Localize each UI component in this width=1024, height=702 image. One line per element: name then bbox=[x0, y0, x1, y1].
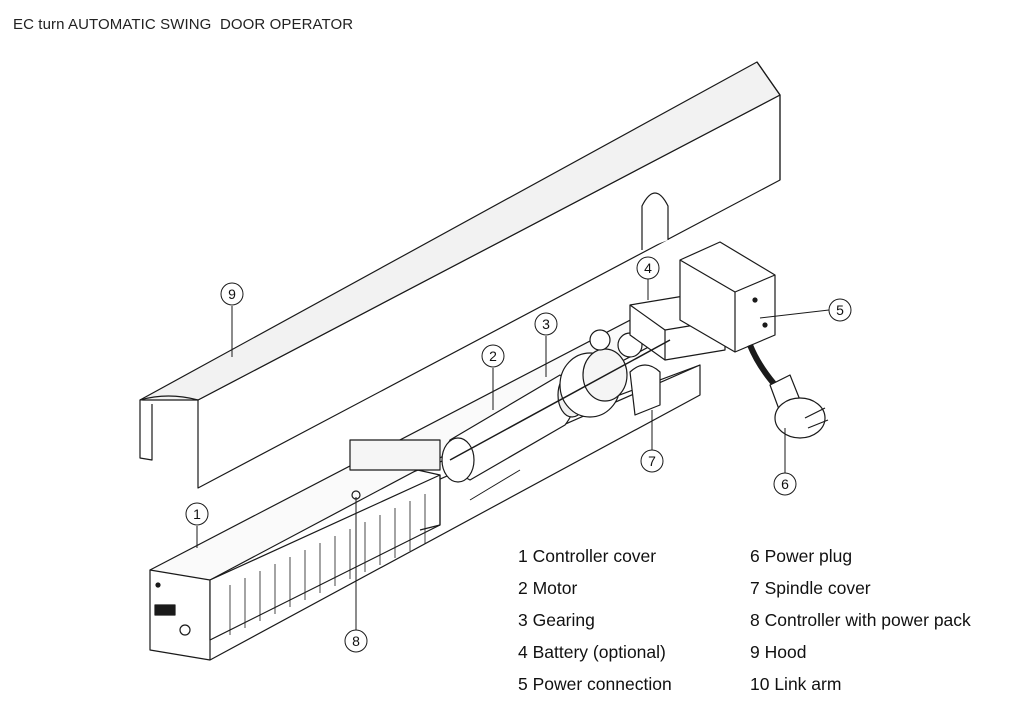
diagram-title: EC turn AUTOMATIC SWING DOOR OPERATOR bbox=[13, 16, 354, 33]
hood-part bbox=[139, 61, 781, 489]
callout-label-3: 3 bbox=[542, 316, 550, 332]
legend-item: 1 Controller cover bbox=[518, 546, 657, 566]
callout-circle-3 bbox=[534, 312, 558, 336]
callout-circle-1 bbox=[185, 502, 209, 526]
callout-label-8: 8 bbox=[352, 633, 360, 649]
parts-legend: 1 Controller cover 6 Power plug 2 Motor … bbox=[518, 545, 1020, 695]
callout-circle-5 bbox=[828, 298, 852, 322]
callout-label-1: 1 bbox=[193, 506, 201, 522]
callout-circle-2 bbox=[481, 344, 505, 368]
callout-label-6: 6 bbox=[781, 476, 789, 492]
callout-label-5: 5 bbox=[836, 302, 844, 318]
callout-label-7: 7 bbox=[648, 453, 656, 469]
legend-item: 3 Gearing bbox=[518, 610, 595, 630]
callout-circle-4 bbox=[636, 256, 660, 280]
power-plug-part bbox=[747, 343, 829, 439]
legend-item: 8 Controller with power pack bbox=[750, 610, 971, 630]
legend-item: 10 Link arm bbox=[750, 674, 842, 694]
power-connection-part bbox=[679, 241, 776, 353]
spindle-cover-part bbox=[629, 364, 661, 416]
legend-item: 5 Power connection bbox=[518, 674, 672, 694]
callout-label-4: 4 bbox=[644, 260, 652, 276]
callout-label-2: 2 bbox=[489, 348, 497, 364]
callout-label-9: 9 bbox=[228, 286, 236, 302]
callout-circle-7 bbox=[640, 449, 664, 473]
callout-circle-6 bbox=[773, 472, 797, 496]
legend-item: 9 Hood bbox=[750, 642, 807, 662]
legend-item: 7 Spindle cover bbox=[750, 578, 871, 598]
legend-item: 6 Power plug bbox=[750, 546, 853, 566]
controller-part bbox=[209, 439, 441, 641]
callout-circle-8 bbox=[344, 629, 368, 653]
callout-circle-9 bbox=[220, 282, 244, 306]
legend-item: 4 Battery (optional) bbox=[518, 642, 666, 662]
legend-item: 2 Motor bbox=[518, 578, 578, 598]
